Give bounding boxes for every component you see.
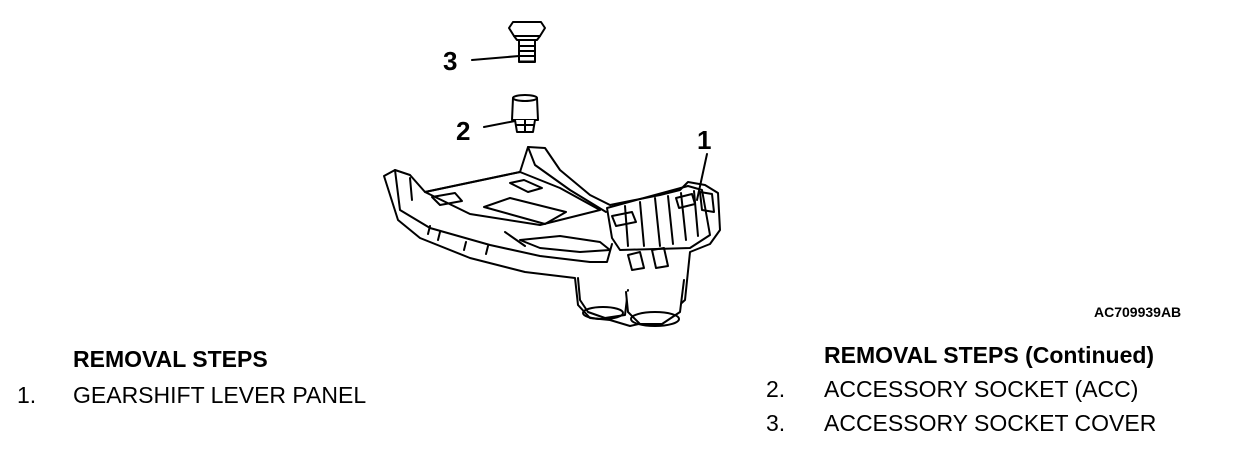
step-number: 1. <box>17 382 37 408</box>
removal-steps-continued-heading: REMOVAL STEPS (Continued) <box>824 342 1155 368</box>
step-text: GEARSHIFT LEVER PANEL <box>73 382 367 408</box>
accessory-socket-part <box>511 94 539 133</box>
step-text: ACCESSORY SOCKET COVER <box>824 410 1157 436</box>
accessory-socket-cover-part <box>508 21 546 63</box>
callout-3: 3 <box>443 46 458 76</box>
leader-line-3 <box>471 55 520 61</box>
callout-1: 1 <box>697 125 712 155</box>
leader-line-2 <box>483 120 516 128</box>
step-number: 2. <box>766 376 786 402</box>
exploded-view-illustration <box>383 21 721 327</box>
callout-2: 2 <box>456 116 471 146</box>
removal-steps-heading: REMOVAL STEPS <box>73 346 268 372</box>
figure-code: AC709939AB <box>1094 304 1182 320</box>
gearshift-lever-panel-part <box>383 146 721 327</box>
step-text: ACCESSORY SOCKET (ACC) <box>824 376 1139 402</box>
step-number: 3. <box>766 410 786 436</box>
leader-line-1 <box>696 153 708 201</box>
